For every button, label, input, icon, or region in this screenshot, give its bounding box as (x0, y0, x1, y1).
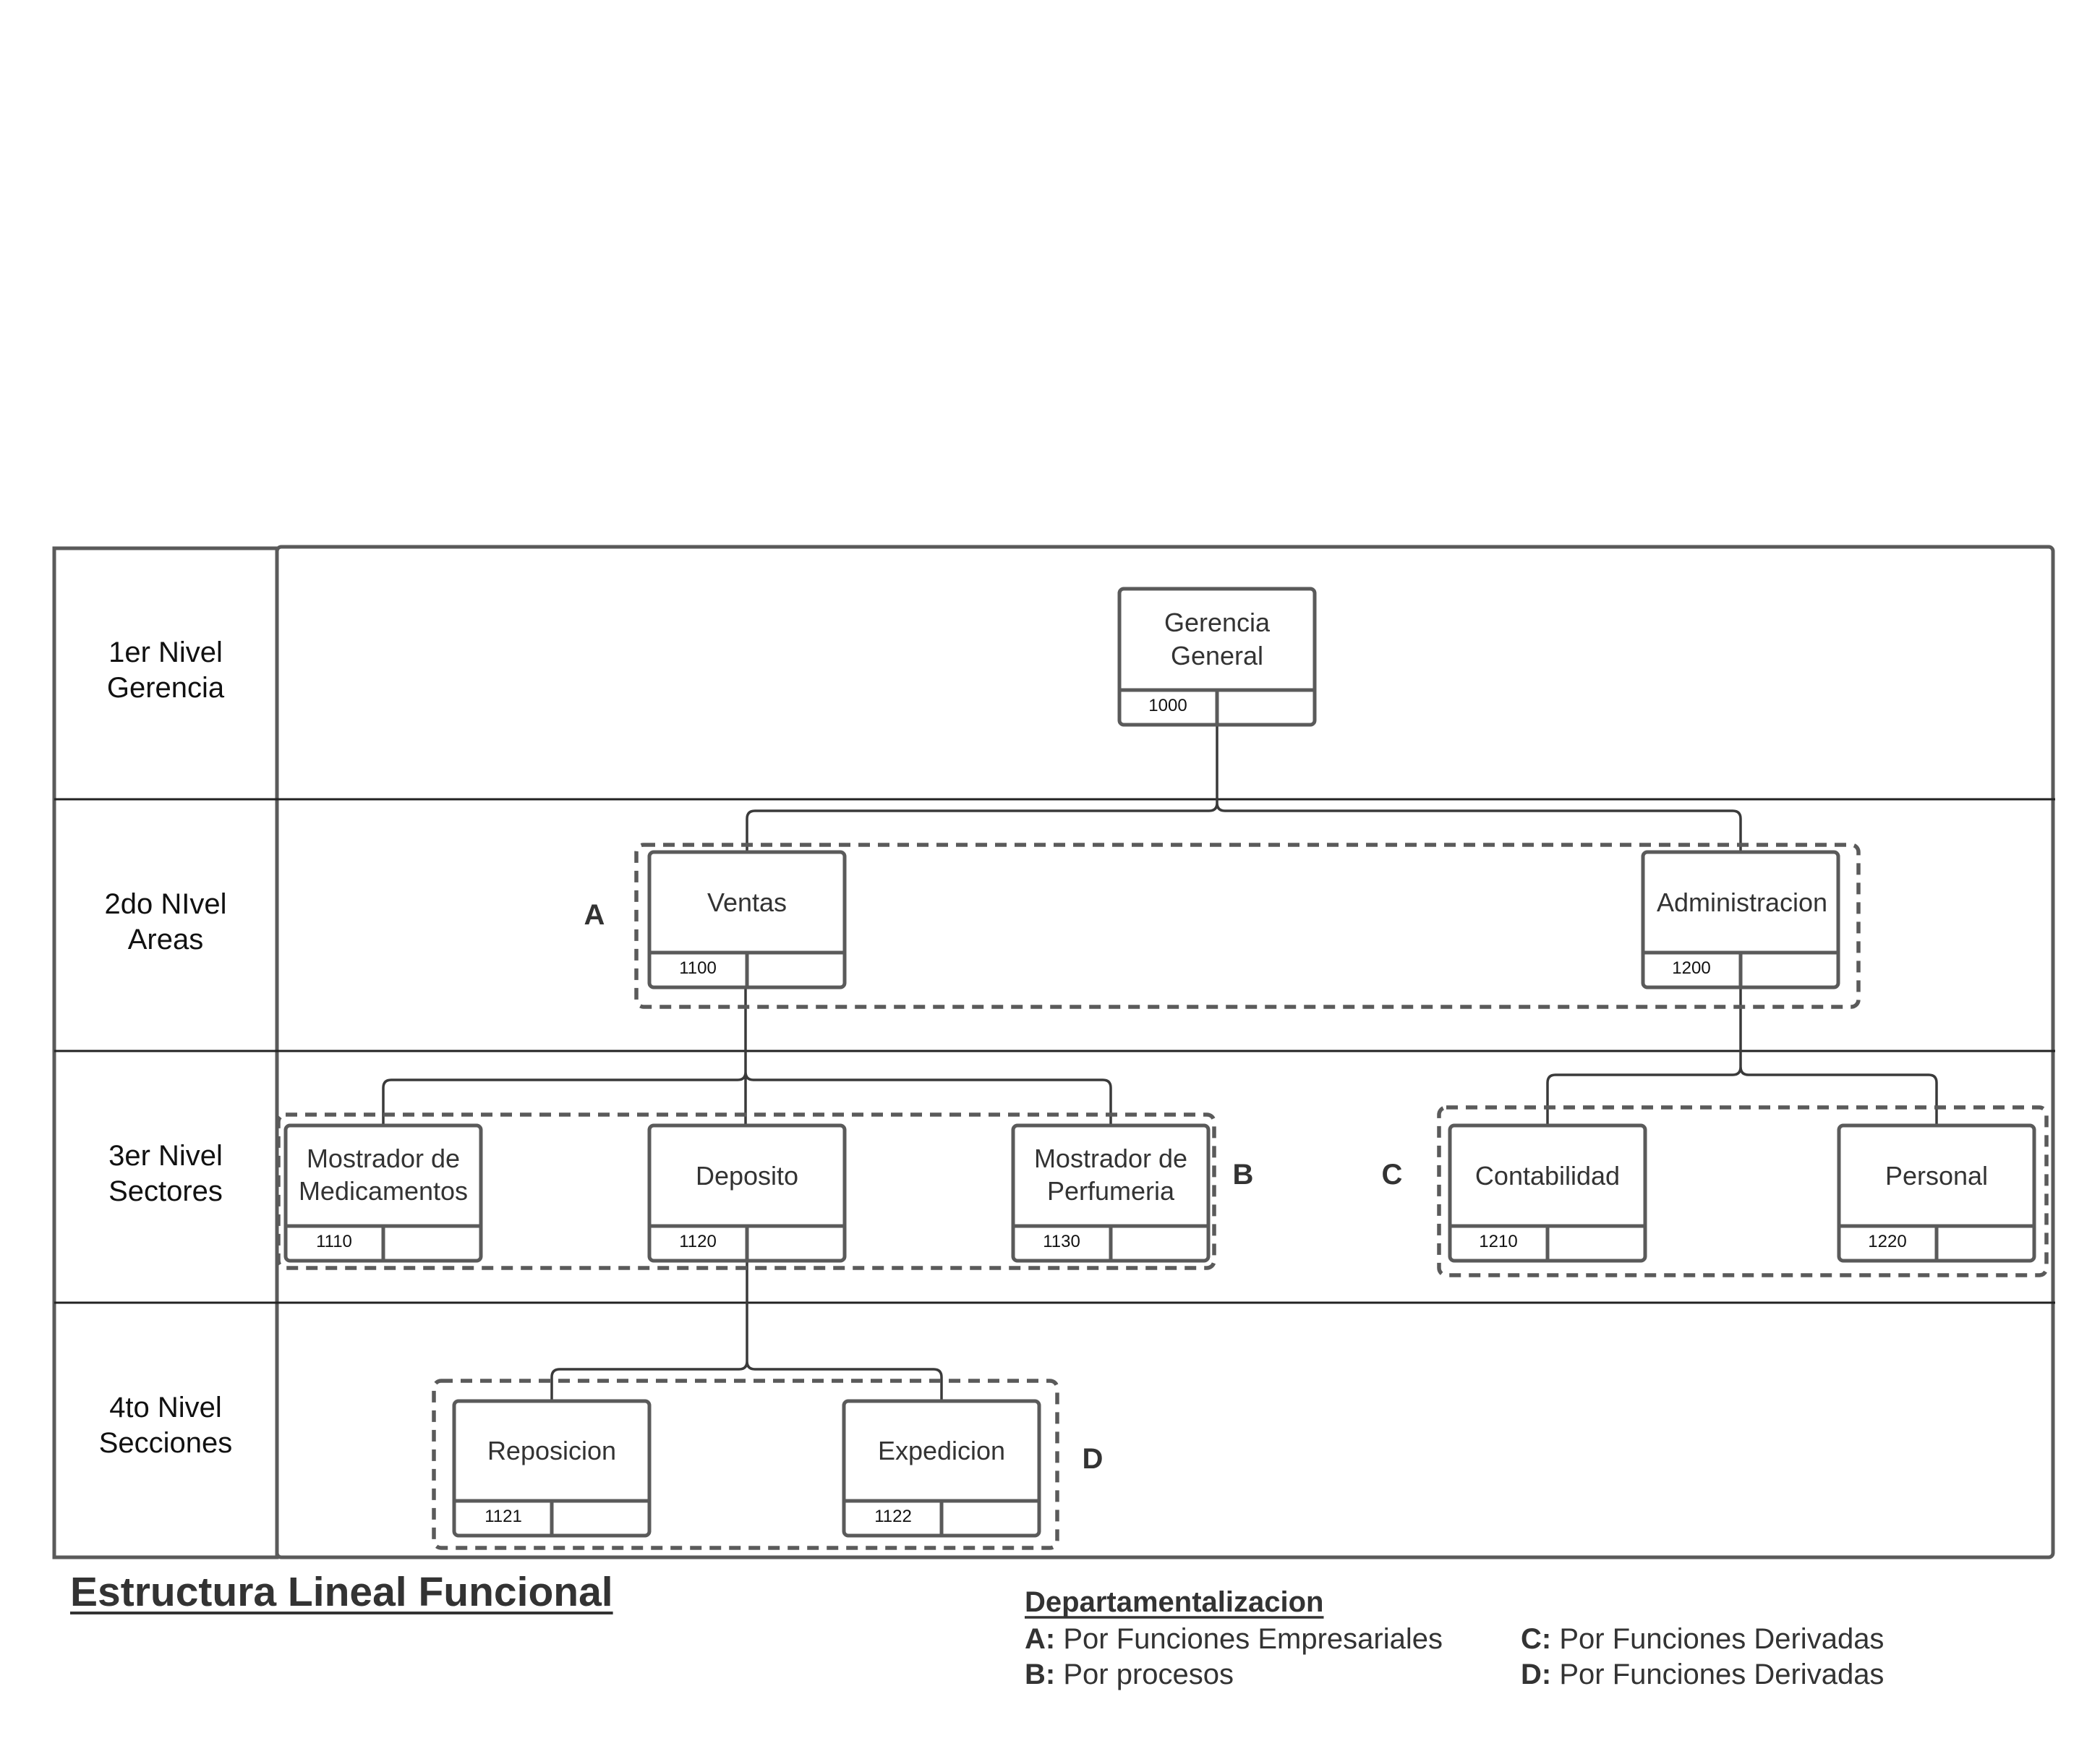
level-label-3-line1: 3er Nivel (108, 1140, 223, 1172)
node-code: 1200 (1672, 958, 1710, 978)
connector-administracion (1546, 987, 1938, 1125)
legend-item-d: D: Por Funciones Derivadas (1521, 1659, 1884, 1690)
level-label-4: 4to Nivel Secciones (99, 1392, 233, 1459)
level-label-1: 1er Nivel Gerencia (107, 637, 225, 704)
node-gerencia-general: Gerencia General 1000 (1117, 587, 1317, 727)
legend: Departamentalizacion A: Por Funciones Em… (1025, 1586, 1884, 1690)
node-administracion: Administracion 1200 (1641, 850, 1840, 989)
node-name-line2: Medicamentos (299, 1176, 468, 1206)
node-code: 1000 (1148, 696, 1187, 715)
group-c-boundary (1437, 1105, 2049, 1277)
node-code: 1121 (485, 1507, 522, 1526)
node-code: 1210 (1479, 1232, 1517, 1251)
group-d-boundary (432, 1379, 1059, 1550)
node-name: Expedicion (878, 1436, 1005, 1465)
connectors (382, 725, 1938, 1401)
legend-item-c-key: C: (1521, 1623, 1551, 1655)
node-code: 1122 (874, 1507, 912, 1526)
legend-item-c: C: Por Funciones Derivadas (1521, 1623, 1884, 1655)
group-b-label: B (1233, 1159, 1254, 1191)
node-name-line1: Gerencia (1164, 608, 1271, 637)
node-personal: Personal 1220 (1837, 1123, 2036, 1263)
node-name: Contabilidad (1475, 1161, 1620, 1191)
legend-item-b: B: Por procesos (1025, 1659, 1234, 1690)
node-code: 1110 (316, 1232, 352, 1251)
legend-item-b-text: Por procesos (1055, 1659, 1234, 1690)
level-label-3-line2: Sectores (108, 1175, 223, 1207)
level-label-1-line1: 1er Nivel (108, 637, 223, 668)
node-name-line1: Mostrador de (307, 1144, 460, 1173)
level-label-2-line2: Areas (128, 924, 204, 956)
legend-item-d-text: Por Funciones Derivadas (1551, 1659, 1884, 1690)
legend-item-c-text: Por Funciones Derivadas (1551, 1623, 1884, 1655)
level-label-1-line2: Gerencia (107, 672, 225, 704)
node-name: Reposicion (487, 1436, 616, 1465)
node-code: 1120 (679, 1232, 717, 1251)
node-mostrador-medicamentos: Mostrador de Medicamentos 1110 (283, 1123, 483, 1263)
legend-item-a-key: A: (1025, 1623, 1055, 1655)
legend-heading: Departamentalizacion (1025, 1586, 1323, 1618)
node-expedicion: Expedicion 1122 (842, 1399, 1041, 1538)
node-name-line2: Perfumeria (1047, 1176, 1175, 1206)
node-ventas: Ventas 1100 (647, 850, 847, 989)
node-code: 1220 (1868, 1232, 1906, 1251)
node-contabilidad: Contabilidad 1210 (1448, 1123, 1647, 1263)
node-mostrador-perfumeria: Mostrador de Perfumeria 1130 (1011, 1123, 1211, 1263)
group-d-label: D (1083, 1443, 1104, 1475)
group-b-boundary (276, 1112, 1216, 1270)
node-reposicion: Reposicion 1121 (452, 1399, 652, 1538)
node-code: 1130 (1043, 1232, 1080, 1251)
connector-ventas (382, 987, 1112, 1125)
node-name: Administracion (1657, 888, 1827, 917)
level-label-2-line1: 2do NIvel (105, 888, 227, 920)
node-name: Ventas (707, 888, 787, 917)
group-a-boundary (634, 843, 1861, 1009)
level-label-4-line1: 4to Nivel (109, 1392, 222, 1423)
legend-item-a-text: Por Funciones Empresariales (1055, 1623, 1443, 1655)
node-code: 1100 (679, 958, 717, 978)
legend-item-d-key: D: (1521, 1659, 1551, 1690)
diagram-title: Estructura Lineal Funcional (70, 1569, 613, 1615)
node-name: Personal (1885, 1161, 1988, 1191)
node-deposito: Deposito 1120 (647, 1123, 847, 1263)
node-name-line2: General (1171, 641, 1263, 671)
legend-item-b-key: B: (1025, 1659, 1055, 1690)
group-c-label: C (1382, 1159, 1403, 1191)
level-label-2: 2do NIvel Areas (105, 888, 227, 956)
level-label-3: 3er Nivel Sectores (108, 1140, 223, 1207)
node-name-line1: Mostrador de (1034, 1144, 1187, 1173)
connector-gerencia (746, 725, 1742, 852)
node-name: Deposito (696, 1161, 798, 1191)
level-label-4-line2: Secciones (99, 1427, 233, 1459)
group-a-label: A (584, 899, 605, 931)
legend-item-a: A: Por Funciones Empresariales (1025, 1623, 1443, 1655)
connector-deposito (550, 1259, 943, 1401)
